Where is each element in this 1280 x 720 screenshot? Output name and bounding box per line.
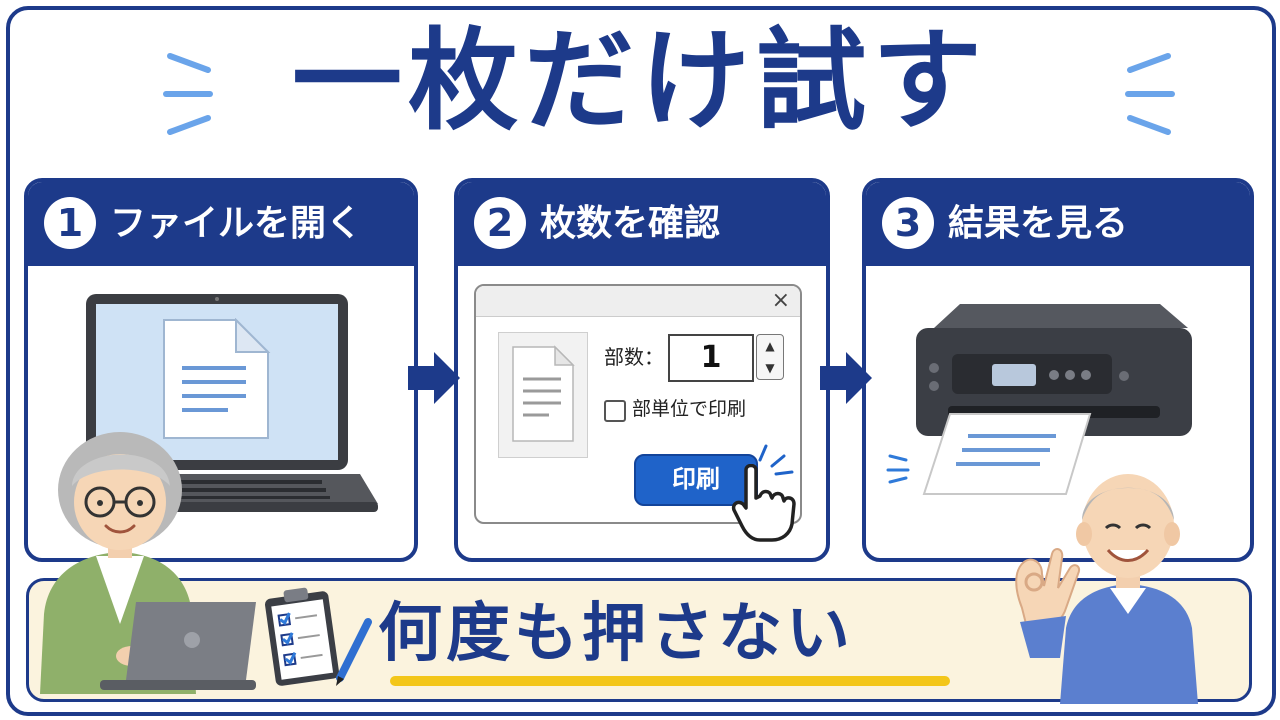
grandfather-illustration-icon xyxy=(1015,474,1198,704)
arrow-right-icon xyxy=(820,352,872,404)
stepper-down-icon[interactable]: ▼ xyxy=(765,361,775,375)
copies-input[interactable]: 1 xyxy=(668,334,754,382)
step-number: 3 xyxy=(882,197,934,249)
print-preview xyxy=(498,332,588,458)
step-label: ファイルを開く xyxy=(110,203,363,244)
page-preview-icon xyxy=(512,345,575,442)
step-number: 2 xyxy=(474,197,526,249)
collate-checkbox[interactable] xyxy=(604,400,626,422)
print-button[interactable]: 印刷 xyxy=(634,454,758,506)
copies-label: 部数： xyxy=(604,345,664,369)
step-number: 1 xyxy=(44,197,96,249)
click-sparkle-icon xyxy=(758,444,794,476)
collate-label: 部単位で印刷 xyxy=(632,398,747,420)
step-header: 2 枚数を確認 xyxy=(458,182,826,266)
step-label: 結果を見る xyxy=(948,203,1129,244)
copies-stepper[interactable]: ▲ ▼ xyxy=(756,334,784,380)
motion-lines-icon xyxy=(886,454,910,484)
arrow-right-icon xyxy=(408,352,460,404)
close-icon[interactable]: × xyxy=(771,288,790,313)
document-icon xyxy=(163,318,271,439)
step-header: 3 結果を見る xyxy=(866,182,1250,266)
sparkle-left-icon xyxy=(163,53,213,135)
clipboard-checklist-icon xyxy=(265,587,372,686)
step-header: 1 ファイルを開く xyxy=(28,182,414,266)
stepper-up-icon[interactable]: ▲ xyxy=(765,339,775,353)
page-title: 一枚だけ試す xyxy=(292,17,988,145)
step-label: 枚数を確認 xyxy=(540,203,721,244)
small-laptop-icon xyxy=(100,602,256,690)
sparkle-right-icon xyxy=(1125,53,1175,135)
pointer-hand-icon xyxy=(731,464,796,542)
printed-paper-icon xyxy=(922,413,1092,495)
highlight-underline xyxy=(390,676,950,686)
dialog-titlebar: × xyxy=(476,286,800,317)
bottom-message: 何度も押さない xyxy=(378,597,854,671)
